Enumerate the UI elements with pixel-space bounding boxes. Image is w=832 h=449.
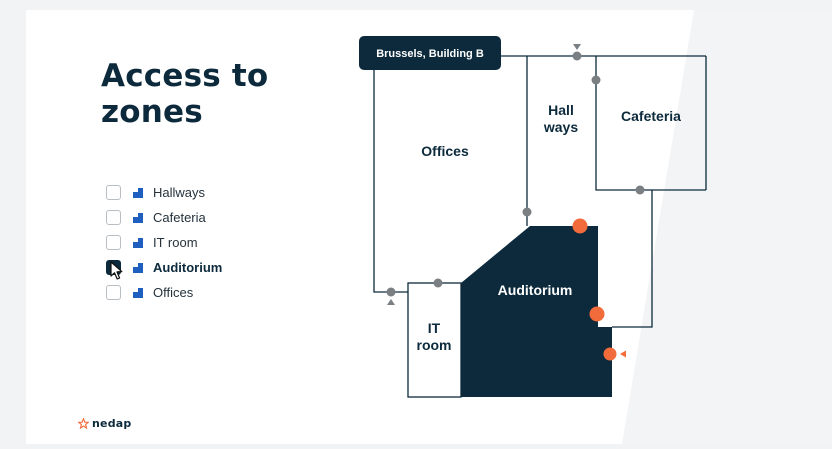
zone-label: Cafeteria: [153, 210, 206, 225]
entrance-arrow-icon: [387, 299, 395, 305]
zone-icon: [133, 212, 143, 223]
door-node[interactable]: [572, 51, 582, 61]
brand-name: nedap: [92, 417, 132, 430]
building-label-badge: [359, 36, 501, 70]
auditorium-entrance-arrow-icon: [620, 350, 626, 358]
room-label-hallways-line1: Hall: [548, 102, 574, 118]
zone-icon: [133, 237, 143, 248]
auditorium-door-highlight[interactable]: [572, 218, 588, 234]
mouse-pointer-icon: [110, 261, 123, 280]
room-label-hallways-line2: ways: [543, 119, 578, 135]
door-node[interactable]: [635, 185, 645, 195]
door-node[interactable]: [522, 207, 532, 217]
zone-icon: [133, 287, 143, 298]
it-room-checkbox[interactable]: [106, 235, 121, 250]
offices-checkbox[interactable]: [106, 285, 121, 300]
zone-item-it-room[interactable]: IT room: [106, 230, 222, 255]
hallways-checkbox[interactable]: [106, 185, 121, 200]
it-room-area[interactable]: [407, 282, 462, 398]
zone-label: IT room: [153, 235, 198, 250]
brand-logo: nedap: [78, 417, 131, 430]
offices-wall: [373, 70, 408, 293]
cafeteria-wall: [595, 56, 706, 191]
zone-icon: [133, 262, 143, 273]
building-label: Brussels, Building B: [376, 48, 484, 60]
star-icon: [78, 418, 89, 429]
door-node[interactable]: [386, 287, 396, 297]
room-label-offices: Offices: [421, 143, 469, 159]
corridor-wall: [612, 190, 653, 328]
entrance-arrow-icon: [573, 44, 581, 50]
room-label-it-line1: IT: [428, 320, 441, 336]
zone-label: Offices: [153, 285, 194, 300]
zone-item-cafeteria[interactable]: Cafeteria: [106, 205, 222, 230]
room-label-cafeteria: Cafeteria: [621, 108, 681, 124]
zone-label: Auditorium: [153, 260, 223, 275]
door-node[interactable]: [433, 278, 443, 288]
zone-item-hallways[interactable]: Hallways: [106, 180, 222, 205]
cafeteria-checkbox[interactable]: [106, 210, 121, 225]
auditorium-area[interactable]: [461, 226, 612, 397]
door-node[interactable]: [591, 75, 601, 85]
auditorium-door-highlight[interactable]: [603, 347, 617, 361]
zone-item-offices[interactable]: Offices: [106, 280, 222, 305]
zone-label: Hallways: [153, 185, 206, 200]
zone-filter-list: Hallways Cafeteria IT room Auditorium Of…: [106, 180, 222, 305]
room-label-auditorium: Auditorium: [498, 282, 573, 298]
room-label-it-line2: room: [417, 337, 452, 353]
zone-icon: [133, 187, 143, 198]
auditorium-door-highlight[interactable]: [589, 306, 605, 322]
